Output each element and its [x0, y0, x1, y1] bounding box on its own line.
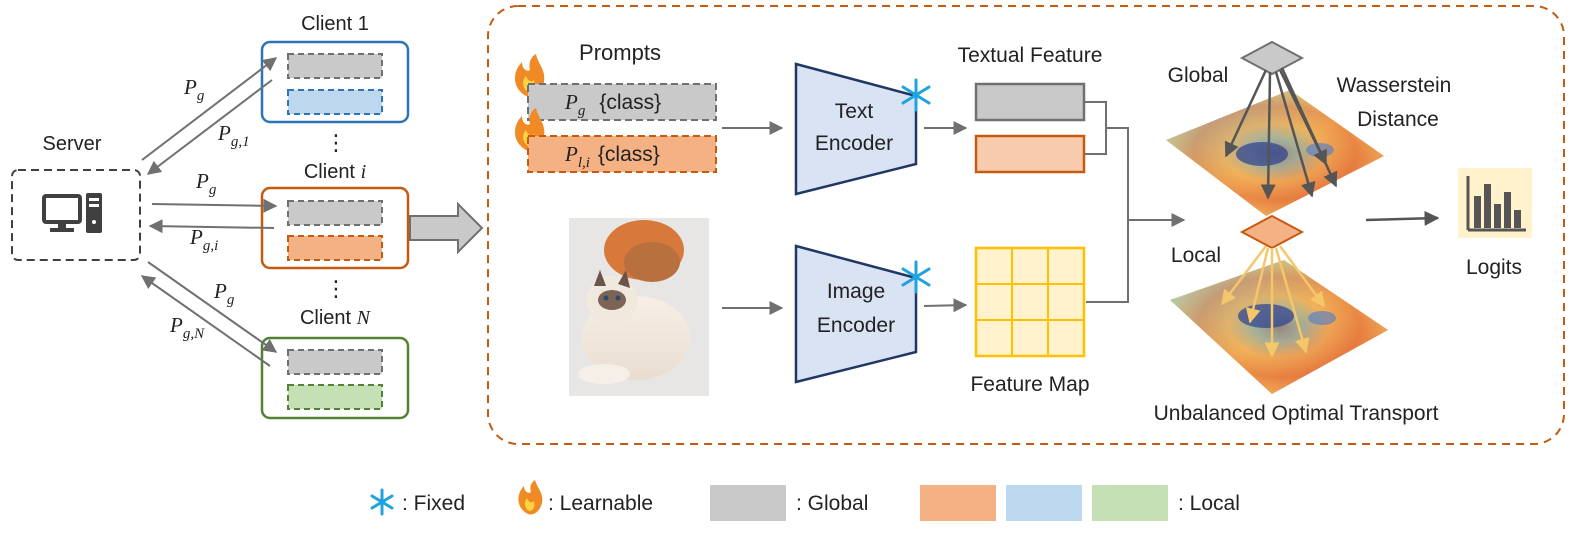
feature-map-title: Feature Map	[970, 373, 1089, 396]
textual-feature-bracket	[1084, 101, 1107, 155]
logits-label: Logits	[1466, 256, 1522, 279]
local-prompt-text: Pl,i{class}	[564, 142, 660, 171]
client-n-label: Client N	[300, 307, 372, 329]
global-transport-label: Global	[1168, 64, 1229, 87]
snowflake-icon	[901, 78, 931, 112]
pgn-label-up: Pg,N	[169, 313, 205, 342]
computer-icon	[42, 193, 102, 233]
global-prompt-text: Pg{class}	[564, 90, 661, 119]
wasserstein-line1: Wasserstein	[1337, 74, 1452, 97]
uot-title: Unbalanced Optimal Transport	[1154, 402, 1439, 425]
bar-chart-icon	[1458, 168, 1532, 238]
local-prompt-box	[527, 135, 717, 173]
wasserstein-line2: Distance	[1357, 108, 1439, 131]
text-encoder-line2: Encoder	[815, 132, 893, 155]
prompts-title: Prompts	[579, 40, 661, 65]
client-i-local-prompt	[287, 235, 383, 261]
client-1-label: Client 1	[301, 13, 369, 35]
local-heatmap	[1170, 260, 1388, 394]
expand-arrow	[409, 201, 484, 255]
server-box	[11, 169, 141, 261]
flame-icon	[518, 480, 543, 515]
client-i-label: Client i	[304, 161, 366, 183]
client-i-global-prompt	[287, 200, 383, 226]
legend-local-swatch-orange	[920, 485, 996, 521]
feature-map-grid	[974, 246, 1086, 358]
global-prompt-box	[527, 83, 717, 121]
dots-2: ⋮	[325, 276, 347, 301]
legend-local: : Local	[1178, 492, 1240, 515]
image-encoder	[794, 244, 918, 384]
local-node	[1239, 214, 1305, 250]
snowflake-icon	[370, 488, 394, 516]
client-1-box	[260, 40, 410, 124]
transport-to-logits-arrow	[1365, 210, 1440, 226]
cat-image	[569, 218, 709, 396]
client-1-local-prompt	[287, 89, 383, 115]
legend-learnable: : Learnable	[548, 492, 653, 515]
global-node	[1239, 40, 1305, 76]
client-n-box	[260, 336, 410, 420]
textual-to-merge	[1106, 127, 1129, 220]
legend-local-swatch-green	[1092, 485, 1168, 521]
textual-feature-title: Textual Feature	[958, 44, 1103, 67]
pg-label-down-1: Pg	[183, 75, 205, 104]
snowflake-icon	[901, 260, 931, 294]
textual-feature-local	[974, 134, 1086, 174]
server-label: Server	[43, 133, 102, 155]
textual-feature-global	[974, 82, 1086, 122]
pg-label-down-i: Pg	[195, 169, 217, 198]
legend: : Fixed : Learnable : Global : Local	[370, 480, 1240, 521]
federation-arrows	[140, 57, 278, 367]
text-encoder	[794, 62, 918, 196]
legend-global: : Global	[796, 492, 868, 515]
pg-label-down-n: Pg	[213, 279, 235, 308]
feature-map-to-merge	[1086, 220, 1129, 303]
client-n-global-prompt	[287, 349, 383, 375]
image-encoder-line1: Image	[827, 280, 885, 303]
client-n-local-prompt	[287, 384, 383, 410]
text-encoder-line1: Text	[835, 100, 874, 123]
global-heatmap	[1166, 90, 1384, 216]
pg1-label-up: Pg,1	[217, 121, 250, 150]
pgi-label-up: Pg,i	[189, 225, 218, 254]
local-transport-label: Local	[1171, 244, 1221, 267]
detail-frame	[487, 5, 1565, 445]
image-encoder-out-arrow	[923, 298, 968, 313]
local-transport-arrows	[1221, 245, 1326, 358]
image-encoder-line2: Encoder	[817, 314, 895, 337]
client-1-global-prompt	[287, 53, 383, 79]
global-transport-arrows	[1224, 67, 1338, 200]
legend-local-swatch-blue	[1006, 485, 1082, 521]
legend-global-swatch	[710, 485, 786, 521]
dots-1: ⋮	[325, 130, 347, 155]
legend-fixed: : Fixed	[402, 492, 465, 515]
